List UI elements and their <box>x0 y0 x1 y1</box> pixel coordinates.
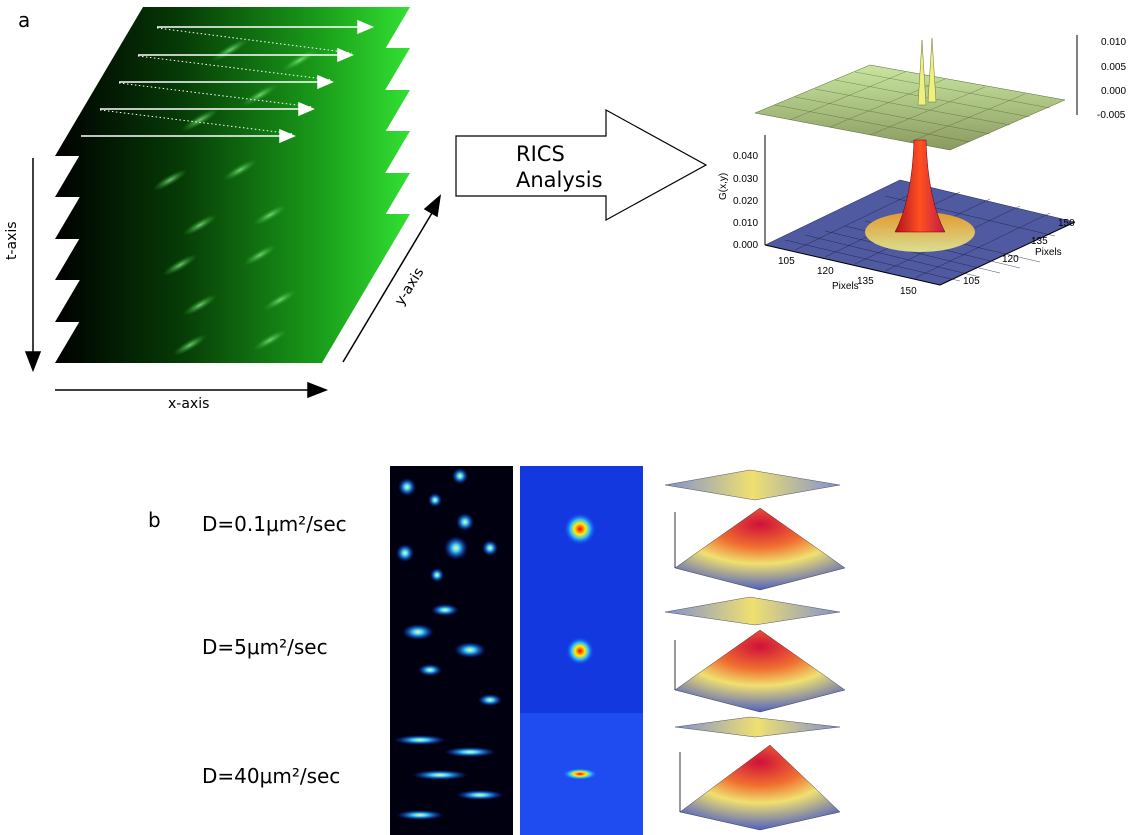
x-axis-arrow <box>55 381 329 399</box>
image-stack <box>55 7 410 363</box>
diffusion-label-row2: D=5μm²/sec <box>202 635 328 659</box>
rics-arrow <box>455 108 708 222</box>
fit-surfaces-column <box>664 469 846 831</box>
g-axis-label: G(x,y) <box>718 172 729 200</box>
x-axis-pixels-label: Pixels <box>832 281 859 292</box>
x-axis-label: x-axis <box>168 396 210 412</box>
x-tick: 105 <box>778 256 795 267</box>
g-tick: 0.020 <box>733 196 759 207</box>
y-tick: 135 <box>1031 236 1048 247</box>
x-tick: 150 <box>900 286 917 297</box>
g-tick: 0.000 <box>733 240 759 251</box>
x-tick: 120 <box>817 266 834 277</box>
raw-images-column <box>390 466 513 835</box>
residual-tick: 0.000 <box>1101 86 1127 97</box>
residual-tick: -0.005 <box>1097 110 1126 121</box>
surface-plot-a <box>754 35 1078 286</box>
y-axis-arrow <box>342 194 442 363</box>
t-axis-label: t-axis <box>4 221 20 260</box>
rics-label-line2: Analysis <box>516 168 603 192</box>
residual-tick: 0.010 <box>1101 37 1127 48</box>
rics-label-line1: RICS <box>516 142 565 166</box>
g-tick: 0.010 <box>733 218 759 229</box>
x-tick: 135 <box>857 276 874 287</box>
g-tick: 0.030 <box>733 174 759 185</box>
y-tick: 120 <box>1002 254 1019 265</box>
panel-b-letter: b <box>148 508 161 532</box>
t-axis-arrow <box>24 158 42 373</box>
residual-tick: 0.005 <box>1101 62 1127 73</box>
correlation-maps-column <box>520 466 643 835</box>
y-axis-pixels-label: Pixels <box>1035 247 1062 258</box>
panel-a-letter: a <box>18 8 31 32</box>
g-tick: 0.040 <box>733 151 759 162</box>
diffusion-label-row1: D=0.1μm²/sec <box>202 512 347 536</box>
diffusion-label-row3: D=40μm²/sec <box>202 764 341 788</box>
retrace-lines <box>99 27 353 135</box>
y-tick: 150 <box>1058 218 1075 229</box>
y-tick: 105 <box>963 276 980 287</box>
